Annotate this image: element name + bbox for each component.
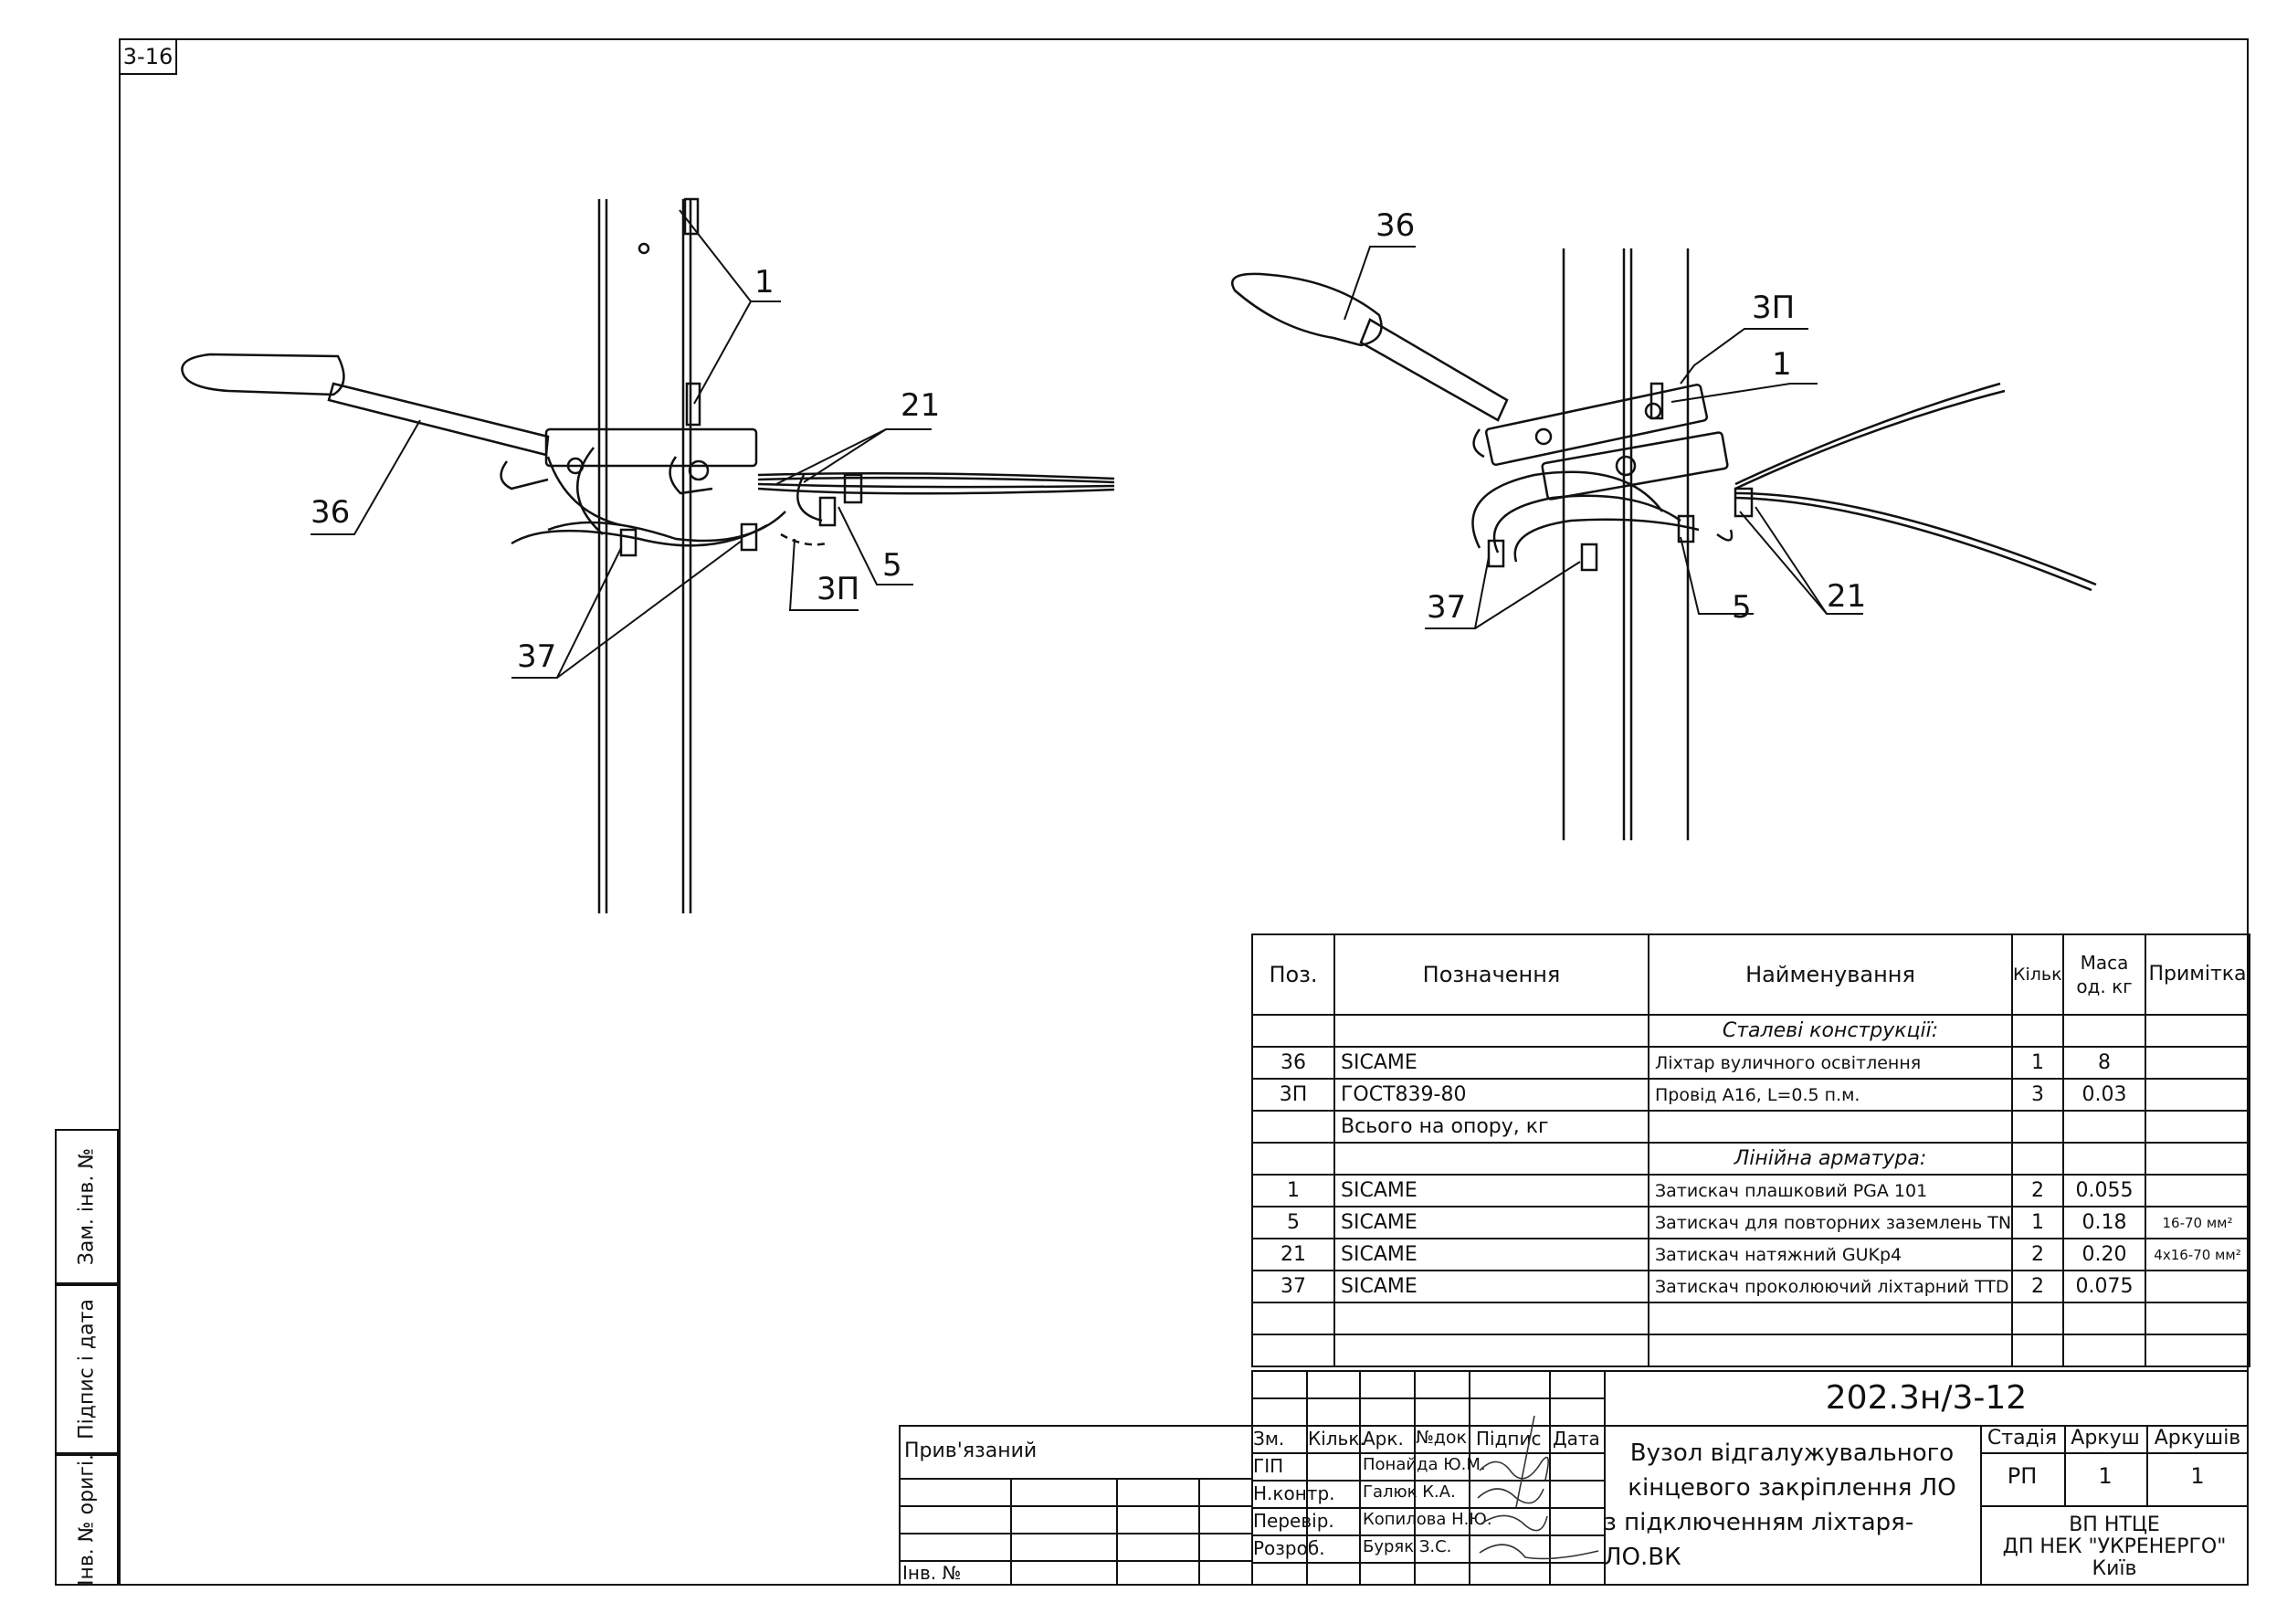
tb-header-date: Дата [1553,1428,1600,1450]
linked-label: Прив'язаний [904,1439,1038,1462]
tb-person: Буряк З.С. [1363,1537,1452,1556]
table-row [1251,1334,2250,1367]
col-name: Найменування [1648,933,2013,1016]
drawing-code: 202.3н/3-12 [1825,1378,2028,1417]
col-designation: Позначення [1333,933,1649,1016]
street-lamp-head-right [1231,272,1383,347]
tb-stage-value: РП [2007,1463,2038,1489]
side-stamp-original-inv: Інв. № оригі. [55,1454,119,1586]
spec-header-row: Поз. Позначення Найменування Кільк. Маса… [1251,933,2250,1016]
tb-sheet-value: 1 [2098,1463,2113,1489]
organization: ВП НТЦЕ ДП НЕК "УКРЕНЕРГО" Київ [2002,1513,2227,1580]
col-pos: Поз. [1251,933,1335,1016]
tb-header-doc: №док. [1416,1428,1473,1448]
tb-sheets-label: Аркушів [2154,1427,2241,1450]
specification-table: Поз. Позначення Найменування Кільк. Маса… [1251,933,2250,1367]
tb-role: ГІП [1253,1455,1284,1477]
right-view [1231,246,2097,840]
callout-21-left: 21 [901,387,940,424]
left-view [181,197,1115,913]
drawing-frame [119,38,2249,1586]
side-stamp-replace-inv: Зам. інв. № [55,1129,119,1284]
callout-37-left: 37 [517,638,556,675]
callout-5-left: 5 [882,547,902,584]
tb-role: Н.контр. [1253,1482,1335,1504]
tb-stage-label: Стадія [1987,1427,2058,1450]
lamp-arm-right [1359,318,1509,422]
tb-sheet-label: Аркуш [2071,1427,2140,1450]
tb-sheets-value: 1 [2190,1463,2205,1489]
sheet-label: 3-16 [119,38,177,75]
tb-role: Розроб. [1253,1537,1325,1559]
inventory-label: Інв. № [902,1562,962,1584]
signatures [1477,1415,1599,1560]
tb-person: Галюк К.А. [1363,1482,1456,1502]
spec-section-row: Сталеві конструкції: [1251,1014,2250,1048]
street-lamp-head [181,353,345,396]
callout-36-right: 36 [1375,207,1415,244]
lamp-arm [327,382,550,457]
side-stamp-signature-date: Підпис і дата [55,1284,119,1454]
tb-header-zm: Зм. [1253,1428,1285,1450]
callout-3p-right: 3П [1752,290,1795,326]
callout-21-right: 21 [1827,578,1866,615]
col-note: Примітка [2145,933,2250,1016]
col-mass: Маса од. кг [2062,933,2146,1016]
tb-person: Копилова Н.Ю. [1363,1510,1492,1529]
callout-5-right: 5 [1732,589,1752,626]
callout-1-right: 1 [1772,346,1792,383]
callout-37-right: 37 [1427,589,1466,626]
callout-36-left: 36 [311,494,350,531]
callout-3p-left: 3П [817,571,859,607]
col-qty: Кільк. [2011,933,2064,1016]
tb-person: Понайда Ю.М. [1363,1455,1486,1474]
spec-section-row: Лінійна арматура: [1251,1142,2250,1176]
callout-1-left: 1 [754,264,775,301]
drawing-title: Вузол відгалужувального кінцевого закріп… [1604,1439,1956,1571]
tb-header-sheet: Арк. [1363,1428,1404,1450]
spec-total-row: Всього на опору, кг [1251,1110,2250,1144]
table-row [1251,1302,2250,1335]
tb-header-qty: Кільк. [1308,1428,1365,1450]
tb-role: Перевір. [1253,1510,1334,1532]
